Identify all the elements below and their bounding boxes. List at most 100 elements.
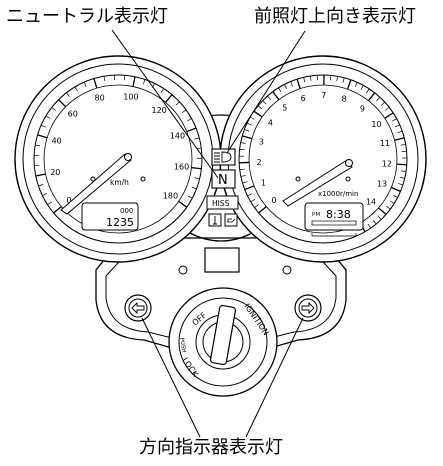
turn-left-leader-line: [141, 317, 201, 438]
tachometer-tick: [258, 206, 267, 214]
tachometer-tick: [346, 79, 352, 90]
tachometer-tick-label: 2: [257, 158, 262, 167]
temperature-icon: [213, 216, 217, 225]
hiss-indicator: [206, 195, 239, 210]
hiss-label: HISS: [212, 199, 230, 208]
tachometer-tick: [384, 112, 394, 119]
tachometer-tick-label: 12: [382, 159, 392, 168]
tachometer-tick: [240, 142, 246, 144]
tachometer-needle: [282, 159, 353, 207]
speed-unit-label: km/h: [110, 178, 129, 187]
right-arrow-icon: [301, 301, 315, 315]
odometer-display: [81, 202, 139, 231]
neutral-indicator-lamp: [211, 169, 236, 189]
tachometer-tick: [239, 168, 245, 171]
tachometer-tick: [247, 193, 253, 197]
tachometer-tick-label: 11: [380, 139, 390, 148]
tachometer-tick-label: 4: [268, 119, 273, 128]
tachometer-tick-label: 5: [282, 104, 287, 113]
tachometer-tick-label: 1: [261, 178, 266, 187]
tachometer-tick: [250, 116, 255, 120]
speedometer-tick: [160, 88, 164, 93]
high-beam-indicator-lamp: [211, 148, 236, 166]
tachometer-tick: [296, 78, 301, 89]
tachometer-tick-label: 6: [301, 94, 306, 103]
speedometer-tick-label: 60: [68, 110, 78, 119]
tachometer: 0123456789101112131415 x1000r/min PM 8:3…: [219, 55, 427, 263]
tachometer-tick: [267, 95, 272, 100]
tachometer-tick: [368, 92, 376, 102]
speedometer-tick: [66, 92, 70, 97]
tachometer-tick: [303, 77, 306, 83]
tachometer-tick: [354, 82, 358, 87]
tachometer-tick-label: 9: [360, 105, 365, 114]
speedometer-tick: [40, 124, 46, 128]
tachometer-tick: [378, 207, 387, 215]
tachometer-tick: [401, 170, 407, 173]
tachometer-tick: [272, 91, 280, 101]
tachometer-tick: [386, 205, 391, 210]
tachometer-tick-label: 8: [342, 95, 347, 104]
tachometer-tick-label: 13: [377, 180, 387, 189]
speedometer-tick: [194, 137, 200, 140]
speedometer-tick-label: 140: [170, 131, 185, 140]
tachometer-tick-label: 0: [271, 196, 276, 205]
ignition-switch: OFF LOCK PUSH IGNITION: [168, 287, 278, 397]
speedometer-tick: [37, 134, 48, 139]
left-turn-signal-lamp: [124, 294, 152, 322]
tachometer-tick: [397, 130, 403, 134]
tachometer-tick-label: 14: [366, 197, 376, 206]
speedometer-tick-label: 100: [123, 92, 138, 101]
tachometer-tick: [394, 137, 405, 141]
speedometer-tick: [53, 206, 62, 214]
speedometer-tick: [191, 166, 202, 170]
tachometer-tick: [376, 96, 381, 102]
speedometer-tick-label: 160: [174, 162, 189, 171]
speedometer-tick: [35, 173, 46, 177]
speedometer-tick: [181, 109, 187, 114]
tachometer-tick: [392, 118, 397, 122]
speedometer-tick: [165, 94, 173, 103]
tachometer-tick: [246, 122, 252, 126]
speedometer-tick: [186, 127, 197, 133]
speedometer-tick: [93, 78, 98, 89]
speedometer-tick: [74, 86, 78, 92]
tachometer-tick: [309, 75, 312, 81]
tachometer-tick: [284, 84, 288, 89]
speedometer-tick: [178, 200, 188, 208]
speedometer-tick: [42, 193, 48, 196]
tachometer-tick: [254, 204, 259, 208]
speedometer-needle: [60, 153, 132, 215]
tachometer-tick: [393, 194, 398, 198]
high-beam-icon: [214, 151, 232, 163]
tachometer-tick: [400, 144, 406, 146]
speedometer-tick: [35, 144, 41, 147]
rpm-unit-label: x1000r/min: [318, 190, 358, 198]
right-turn-signal-lamp: [294, 294, 322, 322]
tachometer-tick: [244, 185, 255, 191]
speedometer-tick-label: 80: [95, 94, 105, 103]
speedometer-tick-label: 0: [66, 196, 71, 205]
tachometer-tick-label: 10: [371, 120, 381, 129]
speedometer-tick: [187, 118, 192, 122]
neutral-letter: N: [218, 173, 228, 188]
mount-hole-right: [282, 265, 292, 275]
speedometer-tick-label: 40: [52, 137, 62, 146]
speedometer-tick: [175, 101, 180, 106]
ignition-push-label: PUSH: [178, 337, 187, 353]
speedometer-tick-label: 180: [163, 192, 178, 201]
clock-value: 8:38: [326, 208, 351, 221]
speedometer-tick: [45, 115, 51, 119]
speedometer-tick-label: 20: [50, 168, 60, 177]
tachometer-tick: [391, 186, 401, 192]
fuel-gauge-bar: [311, 220, 357, 226]
speedometer-tick: [38, 184, 44, 187]
neutral-leader-line: [111, 29, 219, 179]
tachometer-tick: [250, 198, 256, 203]
tachometer-tick: [290, 81, 293, 87]
oil-can-icon: [227, 218, 236, 223]
speedometer-tick-label: 120: [151, 106, 166, 115]
speedometer-tick: [51, 107, 56, 111]
speedometer-tick: [191, 186, 197, 190]
